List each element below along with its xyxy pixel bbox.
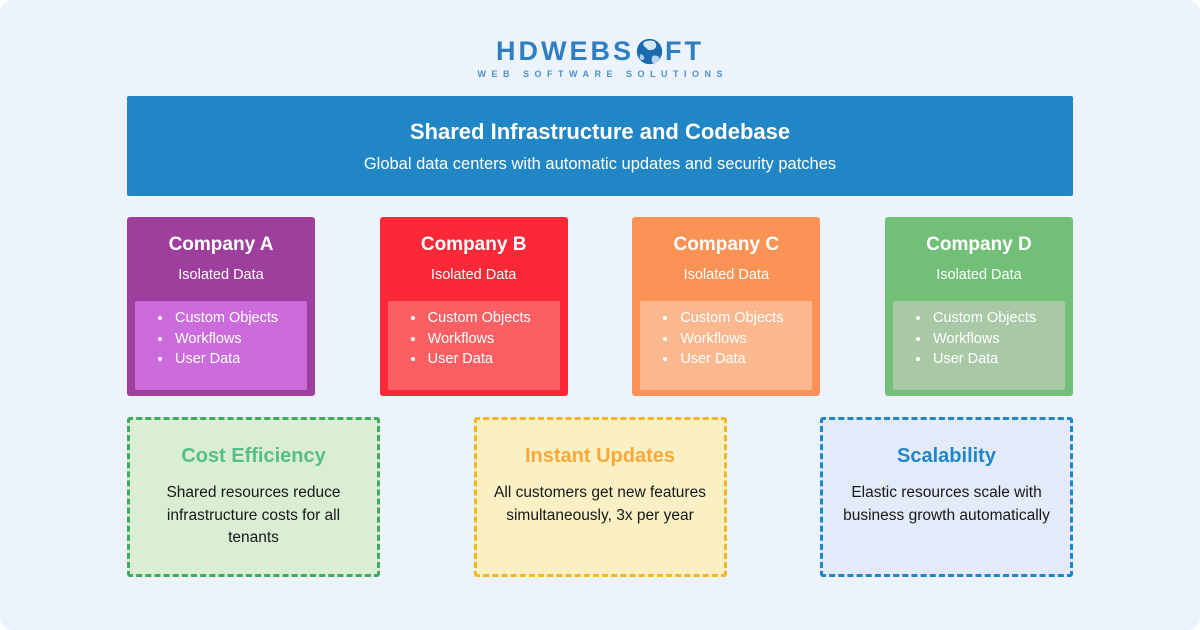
list-item: Workflows [678,329,802,350]
benefit-description: All customers get new features simultane… [494,484,706,524]
benefit-title: Scalability [897,445,996,467]
company-sublabel: Isolated Data [936,267,1022,283]
banner-title: Shared Infrastructure and Codebase [409,118,791,144]
benefit-scalability: Scalability Elastic resources scale with… [820,417,1073,577]
company-sublabel: Isolated Data [683,267,770,283]
company-data-list: Custom Objects Workflows User Data [135,308,307,370]
benefit-cost-efficiency: Cost Efficiency Shared resources reduce … [127,417,380,577]
list-item: Workflows [426,329,550,350]
benefit-title: Instant Updates [524,445,676,467]
list-item: User Data [678,349,802,370]
benefit-description: Shared resources reduce infrastructure c… [166,484,341,546]
company-data-list: Custom Objects Workflows User Data [640,308,812,370]
logo-text-left: HDWEBS [496,36,634,66]
company-row: Company A Isolated Data Custom Objects W… [127,217,1073,396]
benefit-title: Cost Efficiency [181,445,326,467]
company-sublabel: Isolated Data [178,267,264,283]
shared-infrastructure-banner: Shared Infrastructure and Codebase Globa… [127,96,1073,196]
list-item: Workflows [931,329,1055,350]
company-card-d: Company D Isolated Data Custom Objects W… [884,217,1073,396]
company-card-a: Company A Isolated Data Custom Objects W… [127,217,315,396]
list-item: Workflows [173,329,297,350]
company-data-list: Custom Objects Workflows User Data [893,308,1065,370]
list-item: Custom Objects [426,308,550,329]
company-data-box: Custom Objects Workflows User Data [387,301,560,390]
benefit-description: Elastic resources scale with business gr… [843,484,1050,524]
company-data-box: Custom Objects Workflows User Data [135,301,307,390]
logo-tagline: WEB SOFTWARE SOLUTIONS [477,69,728,79]
company-data-list: Custom Objects Workflows User Data [388,308,560,370]
company-name: Company D [926,234,1032,255]
list-item: Custom Objects [931,308,1055,329]
company-card-c: Company C Isolated Data Custom Objects W… [632,217,821,396]
list-item: User Data [931,349,1055,370]
company-data-box: Custom Objects Workflows User Data [892,301,1065,390]
globe-icon [636,38,663,65]
list-item: Custom Objects [678,308,802,329]
banner-subtitle: Global data centers with automatic updat… [363,154,837,173]
company-name: Company B [420,234,527,255]
list-item: User Data [426,349,550,370]
company-data-box: Custom Objects Workflows User Data [640,301,813,390]
logo-text-right: FT [665,36,704,66]
benefit-instant-updates: Instant Updates All customers get new fe… [473,417,727,577]
logo: HDWEBS FT WEB SOFTWARE SOLUTIONS [127,0,1073,80]
company-sublabel: Isolated Data [430,267,517,283]
company-name: Company C [673,234,780,255]
benefits-row: Cost Efficiency Shared resources reduce … [127,417,1073,577]
list-item: Custom Objects [173,308,297,329]
company-card-b: Company B Isolated Data Custom Objects W… [379,217,568,396]
company-name: Company A [168,234,274,255]
list-item: User Data [173,349,297,370]
